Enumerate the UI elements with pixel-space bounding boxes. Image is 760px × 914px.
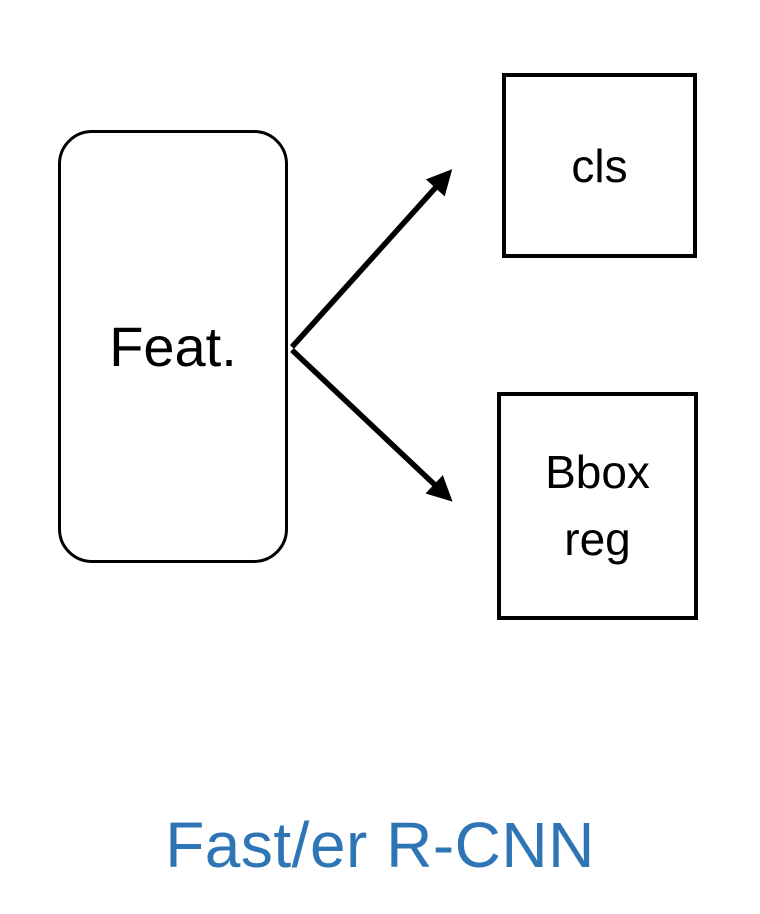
cls-box: cls (502, 73, 697, 258)
bbox-reg-box-label: Bbox reg (545, 439, 650, 572)
feature-box: Feat. (58, 130, 288, 563)
feature-box-label: Feat. (109, 315, 237, 378)
diagram-title: Fast/er R-CNN (165, 809, 595, 881)
bbox-reg-line2: reg (564, 513, 631, 565)
bbox-reg-line1: Bbox (545, 446, 650, 499)
cls-box-label: cls (571, 139, 628, 192)
arrow-to-bbox-reg (290, 348, 453, 502)
arrow-to-cls (289, 169, 453, 349)
bbox-reg-box: Bbox reg (497, 392, 698, 620)
